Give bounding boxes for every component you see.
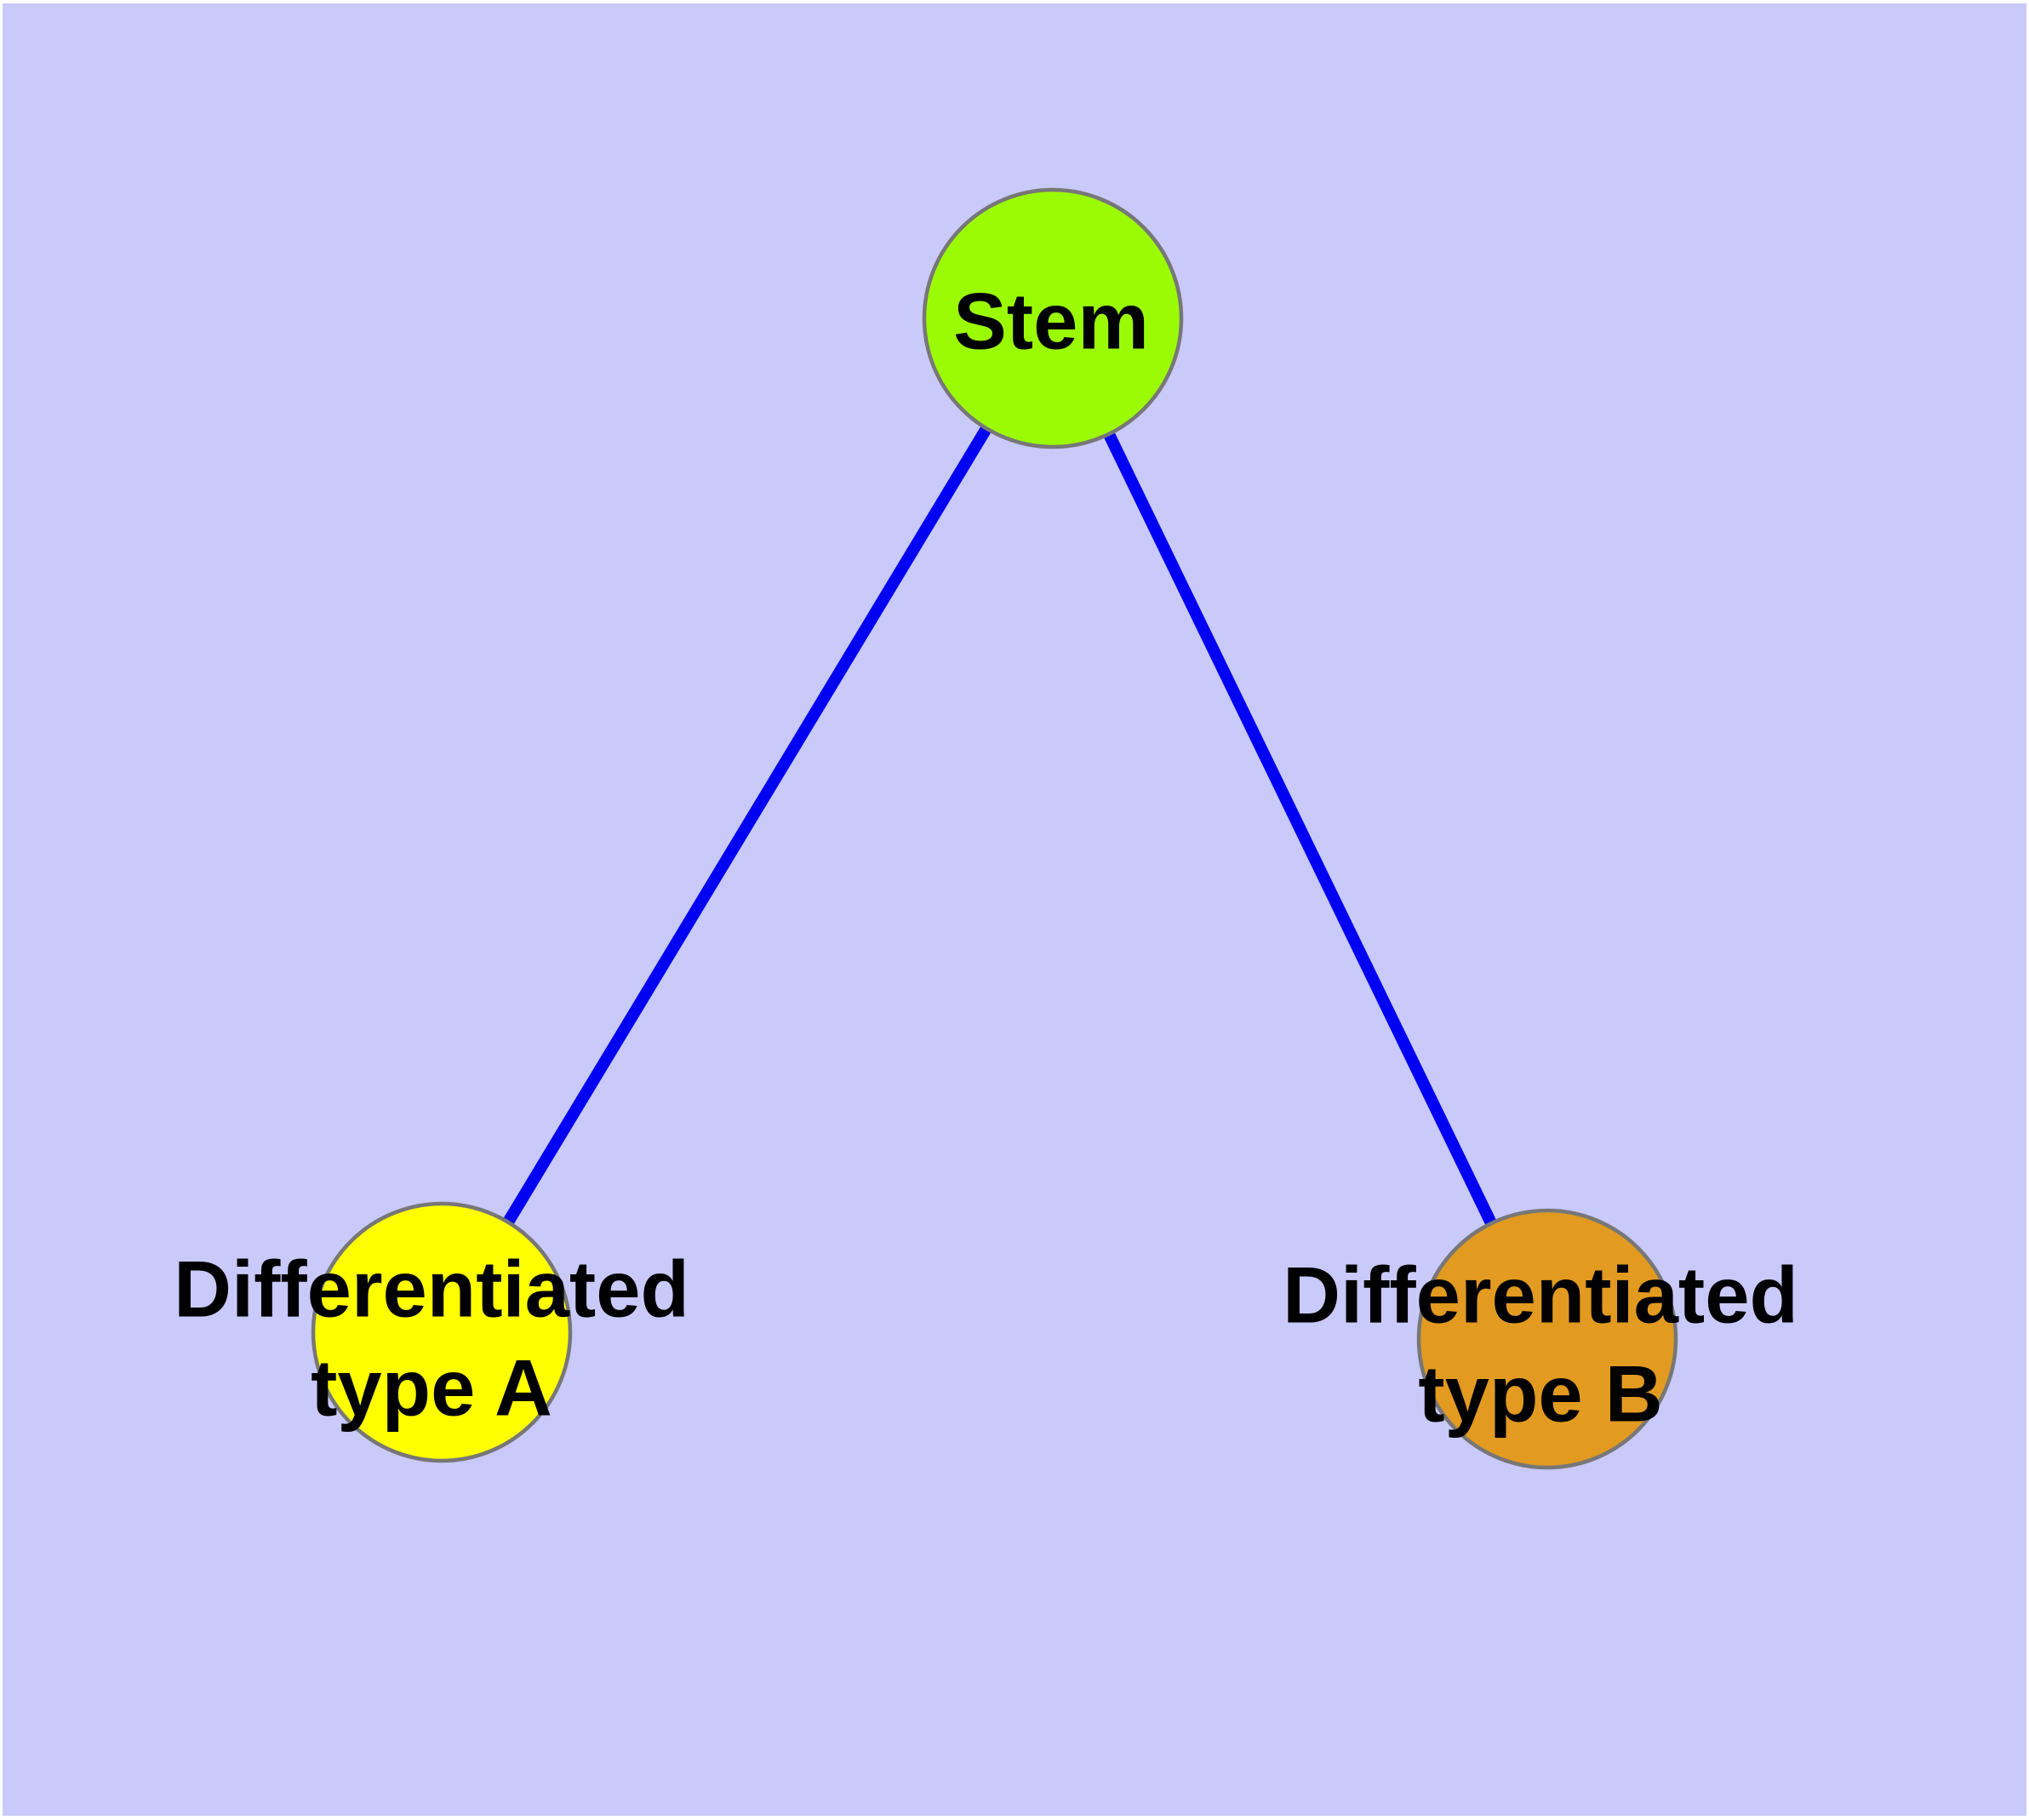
node-label-type-a-line2: type A bbox=[311, 1343, 552, 1433]
node-differentiated-type-a bbox=[311, 1201, 573, 1463]
node-label-type-b-line2: type B bbox=[1418, 1349, 1662, 1439]
node-label-type-a-line1: Differentiated bbox=[174, 1245, 689, 1334]
node-label-stem: Stem bbox=[953, 277, 1149, 366]
edge-stem-to-typeB bbox=[1047, 315, 1553, 1342]
node-label-type-b-line1: Differentiated bbox=[1283, 1251, 1798, 1340]
node-stem bbox=[922, 187, 1184, 449]
edge-stem-to-typeA bbox=[437, 315, 1058, 1336]
node-differentiated-type-b bbox=[1416, 1208, 1678, 1470]
